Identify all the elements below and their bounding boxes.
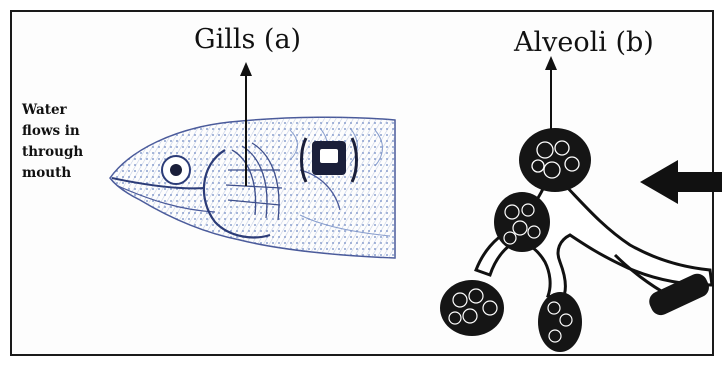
alveoli-pointer-arrow (545, 56, 557, 130)
alveolar-sac-left (494, 192, 550, 252)
alveoli-cluster-illustration (440, 128, 712, 352)
alveolar-sac-bottom-left (440, 280, 504, 336)
water-flow-label: Water flows in through mouth (22, 100, 83, 184)
fish-head-illustration (110, 117, 395, 258)
alveolar-sac-bottom (538, 292, 582, 352)
gills-label: Gills (a) (194, 24, 301, 55)
fish-eye (162, 156, 190, 184)
left-arrow-icon (640, 160, 722, 204)
alveoli-label: Alveoli (b) (514, 27, 654, 58)
alveolar-sac-top (519, 128, 591, 192)
